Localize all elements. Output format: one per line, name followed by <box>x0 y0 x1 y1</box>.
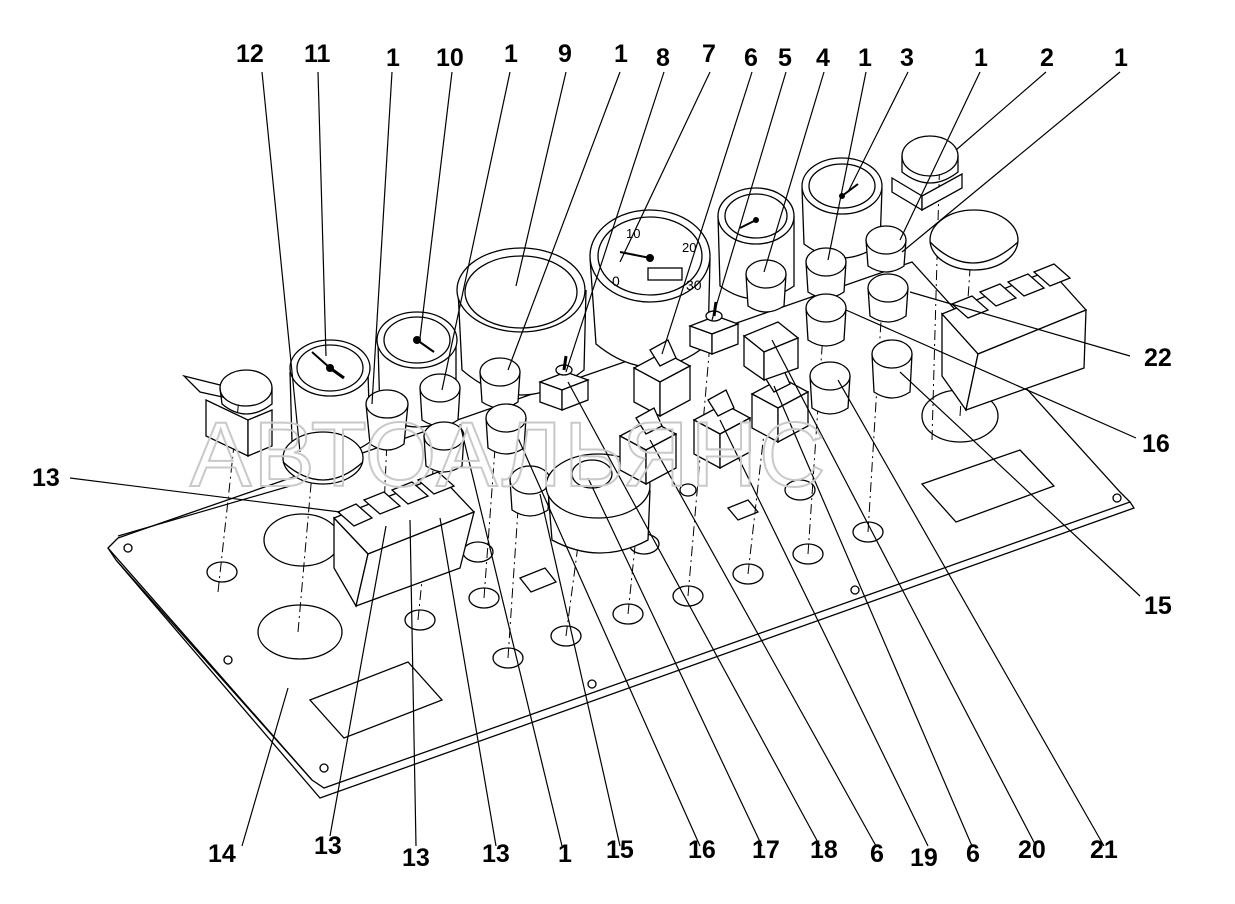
rotary-switches <box>618 321 810 486</box>
callout-bottom-13c: 13 <box>482 840 510 868</box>
speedometer-scale-label-0: 0 <box>612 273 620 289</box>
callout-top-12: 12 <box>236 40 264 68</box>
speedometer-scale-label-30: 30 <box>686 277 702 293</box>
warning-lamp-a <box>365 389 409 451</box>
callout-top-11: 11 <box>304 40 331 68</box>
rotary-switch-b <box>618 407 678 486</box>
callout-top-7: 7 <box>702 40 716 68</box>
callout-bottom-21: 21 <box>1090 836 1118 864</box>
rectangular-indicator <box>742 321 800 382</box>
callout-right-22: 22 <box>1144 344 1172 372</box>
callout-top-6: 6 <box>744 44 758 72</box>
callout-right-16: 16 <box>1142 430 1170 458</box>
rotary-switch-a <box>632 339 692 418</box>
callout-top-1f: 1 <box>1114 44 1128 72</box>
toggle-switch-5 <box>688 301 740 355</box>
callout-top-1d: 1 <box>858 44 872 72</box>
warning-lamp-c <box>423 421 465 473</box>
callouts-side: 13 22 16 15 <box>32 344 1172 620</box>
warning-lamp-d <box>479 357 521 409</box>
callout-top-8: 8 <box>656 44 670 72</box>
lamp-large-right <box>929 209 1019 271</box>
callout-bottom-15: 15 <box>606 836 634 864</box>
rotary-switch-c <box>692 389 752 470</box>
callout-bottom-6a: 6 <box>870 840 884 868</box>
callout-bottom-16: 16 <box>688 836 716 864</box>
speedometer-7: 0 30 20 10 <box>589 209 711 368</box>
callout-bottom-13b: 13 <box>402 844 430 872</box>
callout-bottom-17: 17 <box>752 836 780 864</box>
callout-top-5: 5 <box>778 44 792 72</box>
callouts-bottom: 14 13 13 13 1 15 16 17 18 6 19 6 20 21 <box>208 832 1118 872</box>
warning-lamps <box>365 225 913 517</box>
gauge-3 <box>801 157 883 259</box>
rocker-switch-block-left <box>332 471 476 608</box>
watermark: АВТОАЛЬЯНС <box>190 404 828 506</box>
callout-top-1b: 1 <box>504 40 518 68</box>
callout-top-2: 2 <box>1040 44 1054 72</box>
callout-bottom-1: 1 <box>558 840 572 868</box>
toggle-switches <box>538 301 740 411</box>
callout-top-9: 9 <box>558 40 572 68</box>
callout-bottom-13a: 13 <box>314 832 342 860</box>
warning-lamp-h <box>805 247 847 299</box>
toggle-switch-8 <box>538 355 590 411</box>
callout-bottom-20: 20 <box>1018 836 1046 864</box>
leader-lines <box>69 71 1141 847</box>
callout-top-4: 4 <box>816 44 830 72</box>
callout-top-3: 3 <box>900 44 914 72</box>
callout-top-1e: 1 <box>974 44 988 72</box>
warning-lamp-m <box>871 339 913 399</box>
callout-bottom-14: 14 <box>208 840 236 868</box>
warning-lamp-e <box>485 403 527 455</box>
indicator-lamp-left <box>181 369 273 458</box>
warning-lamp-g <box>745 259 787 313</box>
callout-right-15: 15 <box>1144 592 1172 620</box>
warning-lamp-b <box>419 373 461 427</box>
gauge-12-round <box>282 431 364 485</box>
callout-left-13: 13 <box>32 464 60 492</box>
lamp-2 <box>891 135 963 212</box>
callout-top-1c: 1 <box>614 40 628 68</box>
callout-bottom-6b: 6 <box>966 840 980 868</box>
callout-top-10: 10 <box>436 44 464 72</box>
warning-lamp-k <box>865 225 907 273</box>
warning-lamp-i <box>805 293 847 347</box>
callout-bottom-18: 18 <box>810 836 838 864</box>
callout-bottom-19: 19 <box>910 844 938 872</box>
callout-top-1a: 1 <box>386 44 400 72</box>
speedometer-scale-label-20: 20 <box>682 240 696 255</box>
callouts-top: 12 11 1 10 1 9 1 8 7 6 5 4 1 3 1 2 1 <box>236 40 1128 72</box>
warning-lamp-l <box>867 273 909 323</box>
